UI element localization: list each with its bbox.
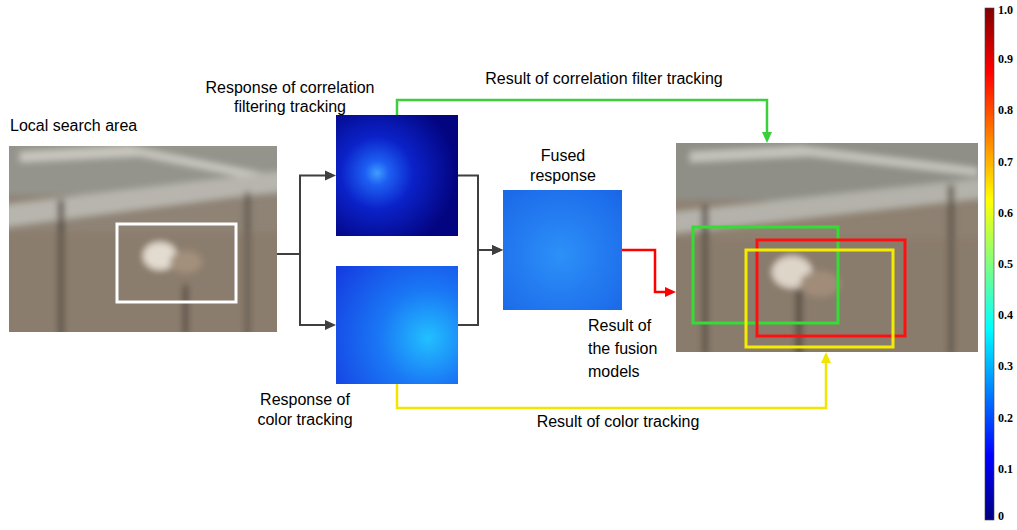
- color-heatmap: [336, 266, 458, 384]
- connector-line: [277, 176, 327, 255]
- color-box: [746, 250, 893, 347]
- colorbar-tick: 0.2: [998, 411, 1013, 425]
- response-map: Response of correlation filtering tracki…: [336, 115, 458, 236]
- photo-post: [245, 192, 250, 332]
- colorbar-tick: 1.0: [998, 3, 1013, 17]
- arrow-head: [665, 287, 676, 297]
- result-image: [676, 143, 978, 352]
- response-map: Fused response: [503, 190, 622, 310]
- colorbar-tick: 0.6: [998, 206, 1013, 220]
- colorbar: [985, 8, 994, 520]
- connector-arrow: [277, 171, 336, 255]
- edge-label: Result of the fusion models: [588, 314, 668, 383]
- connector-line: [458, 176, 494, 251]
- photo-post: [183, 285, 188, 332]
- edge-label: Result of color tracking: [518, 413, 718, 431]
- arrow-head: [325, 320, 336, 330]
- connector-arrow: [397, 100, 772, 143]
- connector-line: [277, 254, 327, 325]
- colorbar-tick: 0.1: [998, 462, 1013, 476]
- colorbar-tick: 0: [998, 509, 1004, 523]
- photo-road: [9, 170, 277, 228]
- node-label: Response of color tracking: [245, 390, 365, 430]
- arrow-head: [762, 132, 772, 143]
- photo-post: [58, 200, 64, 332]
- colorbar-tick: 0.3: [998, 359, 1013, 373]
- photo-ground-dark: [676, 238, 978, 352]
- colorbar-tick: 0.7: [998, 155, 1013, 169]
- response-map: Response of color tracking: [336, 266, 458, 384]
- colorbar-tick: 0.9: [998, 52, 1013, 66]
- colorbar-tick: 0.8: [998, 103, 1013, 117]
- photo-target-body: [170, 251, 202, 273]
- photo-scene: [676, 143, 978, 352]
- connector-line: [622, 250, 667, 292]
- colorbar-tick: 0.4: [998, 308, 1013, 322]
- search-box: [117, 224, 236, 302]
- connector-line: [458, 250, 494, 325]
- arrow-head: [492, 245, 503, 255]
- fusion-box: [757, 240, 905, 336]
- connector-line: [397, 100, 767, 134]
- photo-streak: [690, 146, 978, 176]
- photo-post: [948, 185, 954, 352]
- search-area-image: Local search area: [9, 146, 277, 332]
- node-label: Fused response: [523, 146, 603, 186]
- arrow-head: [325, 171, 336, 181]
- node-label: Response of correlation filtering tracki…: [200, 78, 380, 116]
- photo-scene: [9, 146, 277, 332]
- fused-heatmap: [503, 190, 622, 310]
- connector-arrow: [458, 176, 503, 256]
- search-photo: [9, 146, 277, 332]
- connector-arrow: [458, 245, 503, 325]
- node-label: Local search area: [10, 117, 230, 135]
- arrow-head: [492, 245, 503, 255]
- connector-arrow: [622, 250, 676, 297]
- arrow-head: [821, 352, 831, 363]
- photo-post: [796, 290, 802, 352]
- connector-arrow: [277, 254, 336, 330]
- correlation-heatmap: [336, 115, 458, 236]
- edge-label: Result of correlation filter tracking: [454, 70, 754, 88]
- photo-target-body: [800, 271, 840, 297]
- result-photo: [676, 143, 978, 352]
- colorbar-tick: 0.5: [998, 257, 1013, 271]
